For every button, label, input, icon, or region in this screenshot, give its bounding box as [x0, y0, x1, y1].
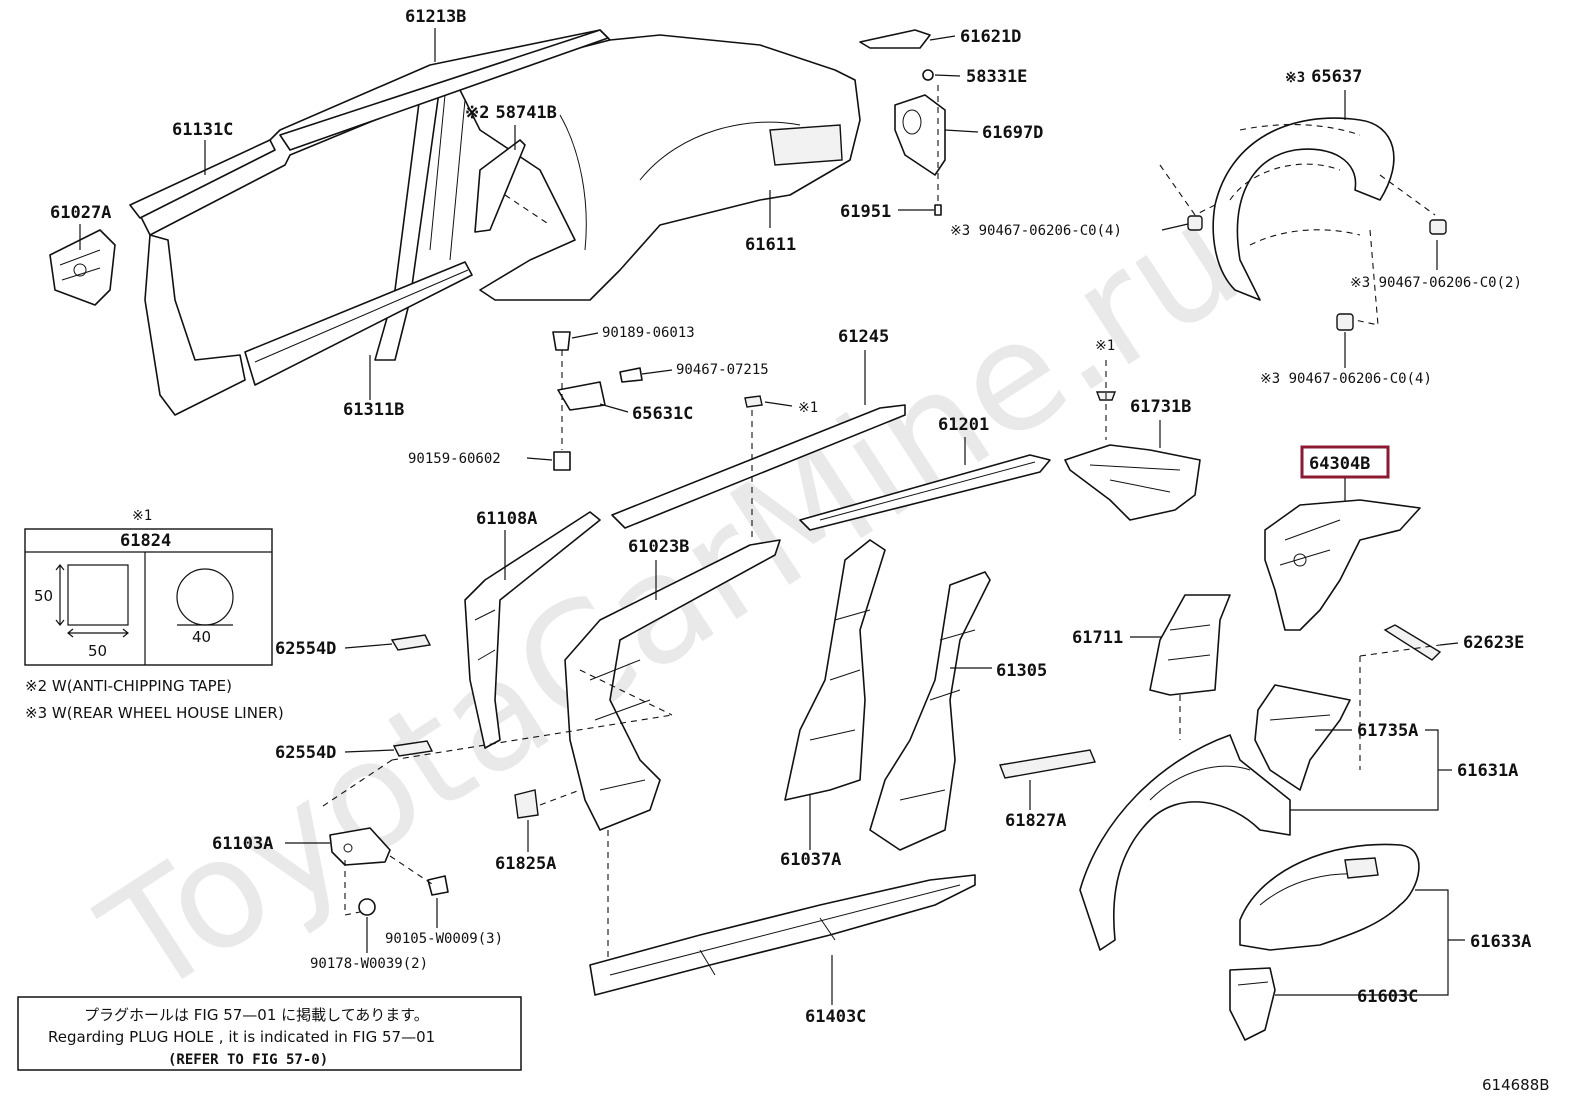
label-65637: ※3 65637 [1285, 67, 1362, 87]
label-61697D: 61697D [982, 123, 1043, 143]
pad-61825A [514, 789, 539, 819]
quarter-inner-61631A [1079, 734, 1291, 951]
body-side-outer-panel [49, 29, 861, 416]
panel-61603C [1229, 967, 1276, 1041]
label-61827A: 61827A [1005, 811, 1066, 831]
label-61951: 61951 [840, 202, 891, 222]
part-number-58741B: 58741B [495, 103, 556, 123]
note-mark-2: ※2 [465, 103, 489, 123]
part-number-65637: 65637 [1311, 67, 1362, 87]
label-62623E: 62623E [1463, 633, 1524, 653]
label-61735A: 61735A [1357, 721, 1418, 741]
label-61023B: 61023B [628, 537, 689, 557]
note-anti-chipping-tape: ※2 W(ANTI-CHIPPING TAPE) [25, 677, 232, 695]
center-pillar-61305 [869, 571, 991, 851]
inset-mark: ※1 [132, 508, 152, 524]
nut-90178 [358, 898, 376, 916]
anti-chipping-tape [474, 139, 526, 233]
label-61245: 61245 [838, 327, 889, 347]
bolt-90105 [427, 875, 449, 896]
clip-left [1187, 215, 1203, 231]
bracket-65631C-group [552, 331, 643, 471]
label-61631A: 61631A [1457, 761, 1518, 781]
label-90467-06206-bottom: ※3 90467-06206-C0(4) [1260, 371, 1432, 387]
label-61305: 61305 [996, 661, 1047, 681]
panel-61731B [1064, 360, 1201, 521]
panel-61711 [1149, 594, 1231, 696]
label-90178-W0039: 90178-W0039(2) [310, 956, 428, 972]
clip-right [1429, 219, 1447, 235]
seal-62554D-lower [392, 740, 434, 757]
bracket-61103A [329, 827, 391, 866]
label-90105-W0009: 90105-W0009(3) [385, 931, 503, 947]
label-61403C: 61403C [805, 1007, 866, 1027]
note-line-jp: プラグホールは FIG 57—01 に掲載してあります。 [84, 1006, 429, 1024]
label-61131C: 61131C [172, 120, 233, 140]
label-61108A: 61108A [476, 509, 537, 529]
front-pillar-61108A [464, 511, 601, 749]
label-61027A: 61027A [50, 203, 111, 223]
label-61711: 61711 [1072, 628, 1123, 648]
highlight-box-64304B [1300, 445, 1390, 479]
label-58331E: 58331E [966, 67, 1027, 87]
rocker-inner-61403C [589, 874, 976, 996]
label-61311B: 61311B [343, 400, 404, 420]
label-61825A: 61825A [495, 854, 556, 874]
plug-hole-note-box: プラグホールは FIG 57—01 に掲載してあります。 Regarding P… [17, 996, 522, 1071]
small-brackets-top [859, 29, 946, 216]
note-line-en: Regarding PLUG HOLE , it is indicated in… [48, 1028, 435, 1046]
roof-side-rails [611, 395, 1051, 540]
inset-dim-diameter: 40 [192, 628, 211, 646]
front-pillar-inner-61023B [564, 539, 781, 831]
figure-id: 614688B [1482, 1076, 1550, 1094]
seal-62554D-upper [390, 634, 432, 651]
inset-dim-width: 50 [88, 642, 107, 660]
label-90467-06206-left: ※3 90467-06206-C0(4) [950, 223, 1122, 239]
label-61633A: 61633A [1470, 932, 1531, 952]
label-61603C: 61603C [1357, 987, 1418, 1007]
note-line-ref[interactable]: (REFER TO FIG 57-0) [168, 1052, 328, 1068]
label-61213B: 61213B [405, 7, 466, 27]
label-61103A: 61103A [212, 834, 273, 854]
label-62554D-1: 62554D [275, 639, 336, 659]
rear-wheel-house-liner [1212, 117, 1395, 301]
label-90467-06206-right: ※3 90467-06206-C0(2) [1350, 275, 1522, 291]
label-90189-06013: 90189-06013 [602, 325, 695, 341]
label-61731B: 61731B [1130, 397, 1191, 417]
label-mark1-a: ※1 [798, 400, 818, 416]
wheel-house-inner-61633A [1239, 843, 1420, 951]
label-61037A: 61037A [780, 850, 841, 870]
clip-bottom [1336, 313, 1354, 331]
round-patch-shape [176, 568, 234, 626]
pad-61827A [999, 749, 1096, 779]
inset-part-number: 61824 [120, 531, 171, 551]
label-61201: 61201 [938, 415, 989, 435]
label-62554D-2: 62554D [275, 743, 336, 763]
label-61621D: 61621D [960, 27, 1021, 47]
label-61611: 61611 [745, 235, 796, 255]
panel-64304B [1264, 499, 1421, 631]
panel-61735A [1254, 684, 1351, 791]
label-mark1-b: ※1 [1095, 338, 1115, 354]
seal-62623E [1383, 624, 1442, 661]
label-90159-60602: 90159-60602 [408, 451, 501, 467]
note-rear-wheel-house-liner: ※3 W(REAR WHEEL HOUSE LINER) [25, 704, 284, 722]
square-patch-shape [67, 564, 129, 626]
inset-dim-height: 50 [34, 587, 53, 605]
label-64304B[interactable]: 64304B [1309, 454, 1370, 474]
inset-61824: ※1 61824 50 50 40 [24, 508, 273, 666]
label-58741B: ※2 58741B [465, 103, 557, 123]
center-pillar-61037A [784, 539, 886, 801]
note-mark-3: ※3 [1285, 70, 1305, 86]
label-90467-07215: 90467-07215 [676, 362, 769, 378]
label-65631C: 65631C [632, 404, 693, 424]
